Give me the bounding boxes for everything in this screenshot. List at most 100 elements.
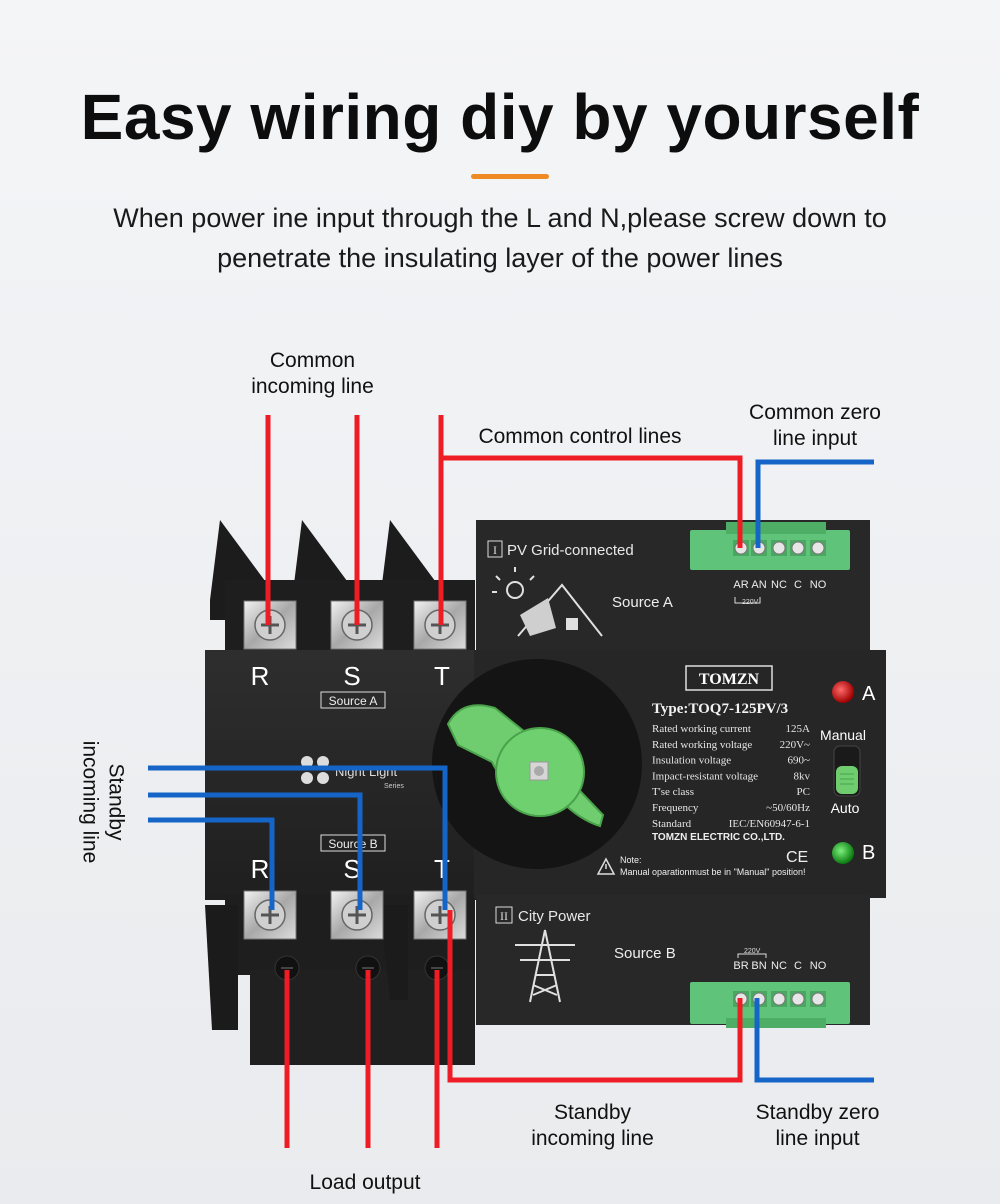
subtitle-line-2: penetrate the insulating layer of the po… xyxy=(217,243,783,273)
manufacturer: TOMZN ELECTRIC CO.,LTD. xyxy=(652,832,785,843)
blue-wire-standby-r xyxy=(148,817,275,910)
spec-name: Rated working voltage xyxy=(652,739,752,751)
type-label: Type:TOQ7-125PV/3 xyxy=(652,701,788,717)
svg-text:II: II xyxy=(500,909,508,923)
note-title: Note: xyxy=(620,855,642,865)
spec-value: 690~ xyxy=(788,755,811,767)
power-tower-icon xyxy=(515,929,575,1003)
spec-list: Rated working current 125A Rated working v… xyxy=(652,723,811,830)
terminal-screw-no xyxy=(810,991,826,1007)
bottom-terminal-screw-3 xyxy=(413,890,467,940)
rotary-knob-icon xyxy=(446,704,605,828)
brand-plate xyxy=(685,665,773,691)
spec-value: PC xyxy=(797,786,810,798)
label-standby-zero-line-input: Standby zero line input xyxy=(755,1101,880,1150)
mode-manual-label: Manual xyxy=(820,727,866,743)
phase-top-r: R xyxy=(251,661,270,691)
blue-wire-zero-b xyxy=(754,998,874,1083)
fin-right-bottom xyxy=(380,905,408,1000)
title-accent-bar xyxy=(471,174,549,179)
terminal-label-ar: AR xyxy=(733,579,748,591)
load-terminal-screw-2 xyxy=(355,955,381,981)
terminal-label-br: BR xyxy=(733,960,748,972)
mode-switch[interactable] xyxy=(833,745,861,797)
terminal-label-c: C xyxy=(794,579,802,591)
bottom-terminal-screw-2 xyxy=(330,890,384,940)
red-wire-control-a xyxy=(441,455,743,548)
spec-value: 125A xyxy=(786,723,811,735)
label-standby-incoming-line-left: Standby incoming line xyxy=(78,740,128,864)
mode-auto-label: Auto xyxy=(831,800,860,816)
spec-value: 8kv xyxy=(794,770,811,782)
terminal-label-no: NO xyxy=(810,579,827,591)
spec-name: T'se class xyxy=(652,786,694,798)
load-terminal-block xyxy=(250,970,475,1065)
warning-icon xyxy=(596,857,616,875)
city-panel-label: City Power xyxy=(518,908,591,925)
source-a-badge: Source A xyxy=(320,691,386,709)
series-logo-icon xyxy=(301,756,329,784)
terminal-screw-no xyxy=(810,540,826,556)
ce-mark: CE xyxy=(786,849,808,866)
fin-left-bottom xyxy=(205,905,238,1030)
spec-value: IEC/EN60947-6-1 xyxy=(729,818,810,830)
phase-top-t: T xyxy=(434,661,450,691)
terminal-screw-c xyxy=(790,991,806,1007)
brand-name: TOMZN xyxy=(699,671,760,688)
blue-wire-standby-t xyxy=(148,765,448,910)
voltage-tag-b: 220V xyxy=(744,948,761,955)
phase-bottom-s: S xyxy=(343,854,360,884)
blue-wire-standby-s xyxy=(148,792,363,910)
spec-name: Frequency xyxy=(652,802,699,814)
label-common-incoming-line: Common incoming line xyxy=(251,349,374,398)
terminal-label-no: NO xyxy=(810,960,827,972)
pv-panel-label: PV Grid-connected xyxy=(507,542,634,559)
blue-wire-zero-a[interactable] xyxy=(755,459,874,548)
load-terminal-screw-1 xyxy=(274,955,300,981)
label-standby-incoming-line-bottom: Standby incoming line xyxy=(531,1101,654,1150)
wires xyxy=(148,415,874,1148)
terminal-screw-nc xyxy=(771,991,787,1007)
source-b-label: Source B xyxy=(614,945,676,962)
page-title: Easy wiring diy by yourself xyxy=(80,81,920,153)
pv-roman-badge xyxy=(487,540,503,558)
red-wire-control-b xyxy=(447,910,743,1083)
terminal-label-c: C xyxy=(794,960,802,972)
source-b-badge: Source B xyxy=(320,834,386,852)
terminal-screw-c xyxy=(790,540,806,556)
indicator-led-b xyxy=(832,842,854,864)
terminal-label-an: AN xyxy=(751,579,766,591)
indicator-a-label: A xyxy=(862,683,876,705)
spec-value: ~50/60Hz xyxy=(766,802,810,814)
spec-name: Rated working current xyxy=(652,723,751,735)
spec-value: 220V~ xyxy=(780,739,810,751)
phase-labels: R S T R S T xyxy=(251,661,450,884)
series-word: Series xyxy=(384,783,404,790)
svg-text:Source A: Source A xyxy=(329,694,378,708)
label-common-zero-line-input: Common zero line input xyxy=(749,401,881,450)
terminal-a-screws xyxy=(733,540,826,556)
phase-top-s: S xyxy=(343,661,360,691)
terminal-label-bn: BN xyxy=(751,960,766,972)
terminal-label-nc: NC xyxy=(771,960,787,972)
source-a-label: Source A xyxy=(612,594,673,611)
indicator-b-label: B xyxy=(862,842,875,864)
note-text: Manual oparationmust be in "Manual" posi… xyxy=(620,867,806,877)
main-panel: TOMZN Type:TOQ7-125PV/3 Rated working cu… xyxy=(432,650,886,898)
svg-text:Source B: Source B xyxy=(328,837,377,851)
label-load-output: Load output xyxy=(309,1171,421,1194)
subtitle: When power ine input through the L and N… xyxy=(60,198,940,278)
phase-bottom-t: T xyxy=(434,854,450,884)
terminal-screw-nc xyxy=(771,540,787,556)
label-common-control-lines: Common control lines xyxy=(478,425,682,448)
indicator-led-a xyxy=(832,681,854,703)
terminal-label-nc: NC xyxy=(771,579,787,591)
subtitle-line-1: When power ine input through the L and N… xyxy=(113,203,887,233)
spec-name: Standard xyxy=(652,818,692,830)
terminal-b-screws xyxy=(733,991,826,1007)
